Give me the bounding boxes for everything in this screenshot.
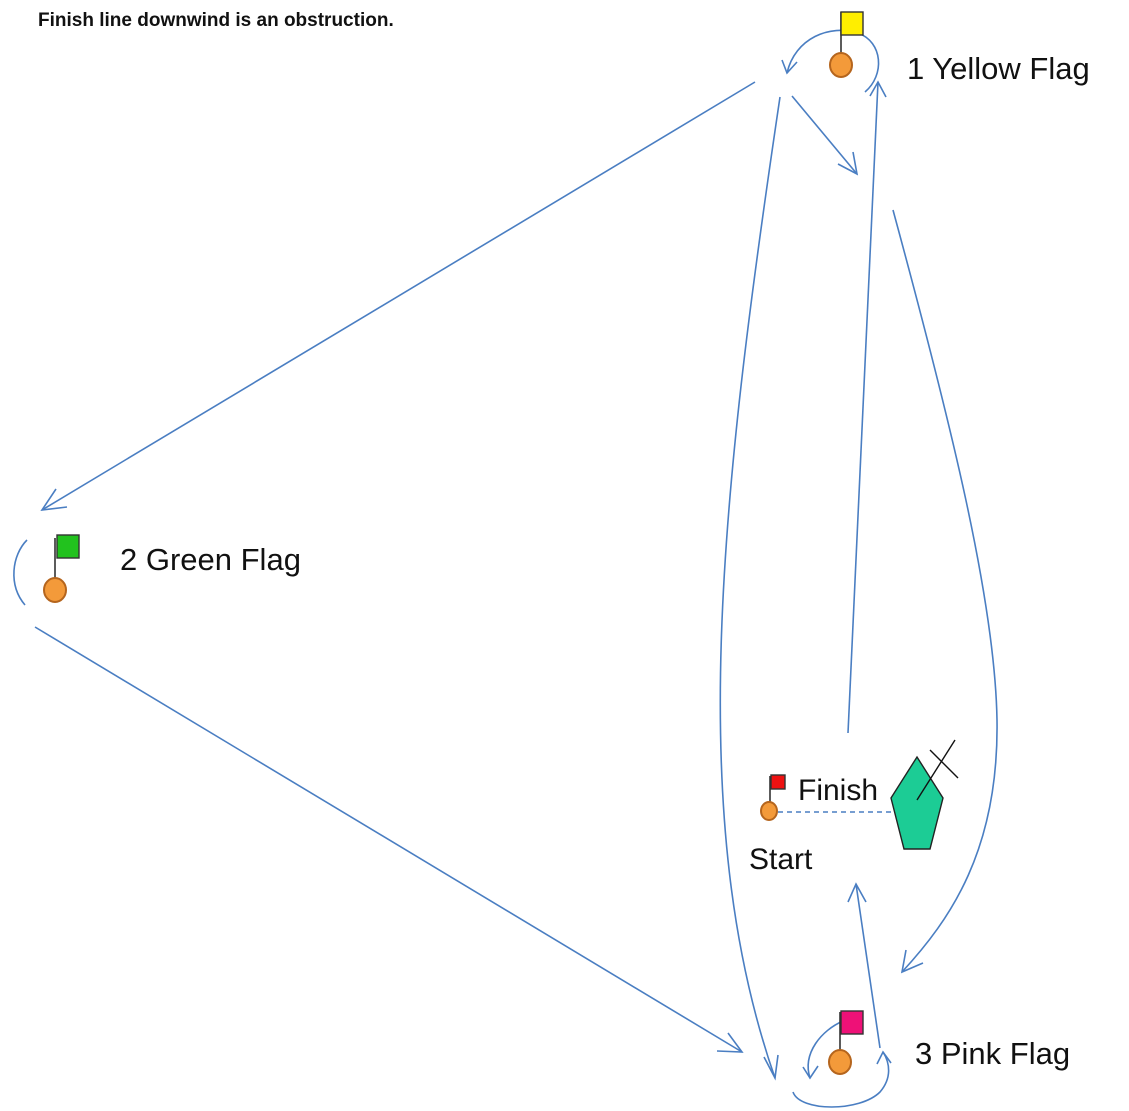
committee-boat-mast-cross xyxy=(929,749,959,779)
mark-1-buoy xyxy=(829,52,853,78)
route-mark1-to-mark3-arrowhead xyxy=(763,1054,779,1081)
rounding-arc-mark1-arrowhead xyxy=(781,59,798,75)
rounding-arc-mark3-top-arrowhead xyxy=(802,1065,819,1080)
route-right-to-mark3-arrowhead xyxy=(900,949,924,974)
mark-2-label: 2 Green Flag xyxy=(120,542,301,577)
route-mark1-to-mark3-curve xyxy=(719,96,781,1079)
rounding-arc-mark3-top xyxy=(807,1020,844,1079)
mark-3-pink: 3 Pink Flag xyxy=(828,1010,1070,1075)
mark-2-buoy xyxy=(43,577,67,603)
route-start-to-mark1-arrowhead xyxy=(869,80,887,98)
start-finish-area: Finish Start xyxy=(749,739,959,876)
mark-3-label: 3 Pink Flag xyxy=(915,1036,1070,1071)
mark-2-green: 2 Green Flag xyxy=(43,534,301,603)
mark-1-flag xyxy=(840,11,864,36)
mark-2-flag xyxy=(56,534,80,559)
mark-3-flag xyxy=(840,1010,864,1035)
route-mark2-to-mark3 xyxy=(34,626,743,1053)
route-mark1-to-mark2-arrowhead xyxy=(40,488,68,512)
route-right-to-mark3-curve xyxy=(892,209,998,973)
mark-1-label: 1 Yellow Flag xyxy=(907,51,1090,86)
route-mark2-to-mark3-arrowhead xyxy=(716,1032,744,1053)
route-mark1-departure-arrowhead xyxy=(837,151,859,176)
route-mark1-departure xyxy=(791,95,858,175)
diagram-note: Finish line downwind is an obstruction. xyxy=(38,10,394,31)
pin-end-flag xyxy=(770,774,786,790)
route-mark3-to-finish-arrowhead xyxy=(847,882,867,903)
mark-1-yellow: 1 Yellow Flag xyxy=(829,11,1090,86)
mark-3-buoy xyxy=(828,1049,852,1075)
course-routes xyxy=(13,29,998,1108)
committee-boat-mast xyxy=(916,739,956,801)
route-mark3-to-finish xyxy=(855,883,881,1049)
rounding-arc-mark2 xyxy=(13,539,28,606)
pin-end-buoy xyxy=(760,801,778,821)
route-mark1-to-mark2 xyxy=(41,81,756,511)
rounding-arc-mark3-bottom-arrowhead xyxy=(876,1050,892,1065)
route-start-to-mark1 xyxy=(847,81,879,734)
start-label: Start xyxy=(749,843,813,876)
finish-label: Finish xyxy=(798,774,878,807)
rounding-arc-mark3-bottom xyxy=(792,1051,890,1108)
